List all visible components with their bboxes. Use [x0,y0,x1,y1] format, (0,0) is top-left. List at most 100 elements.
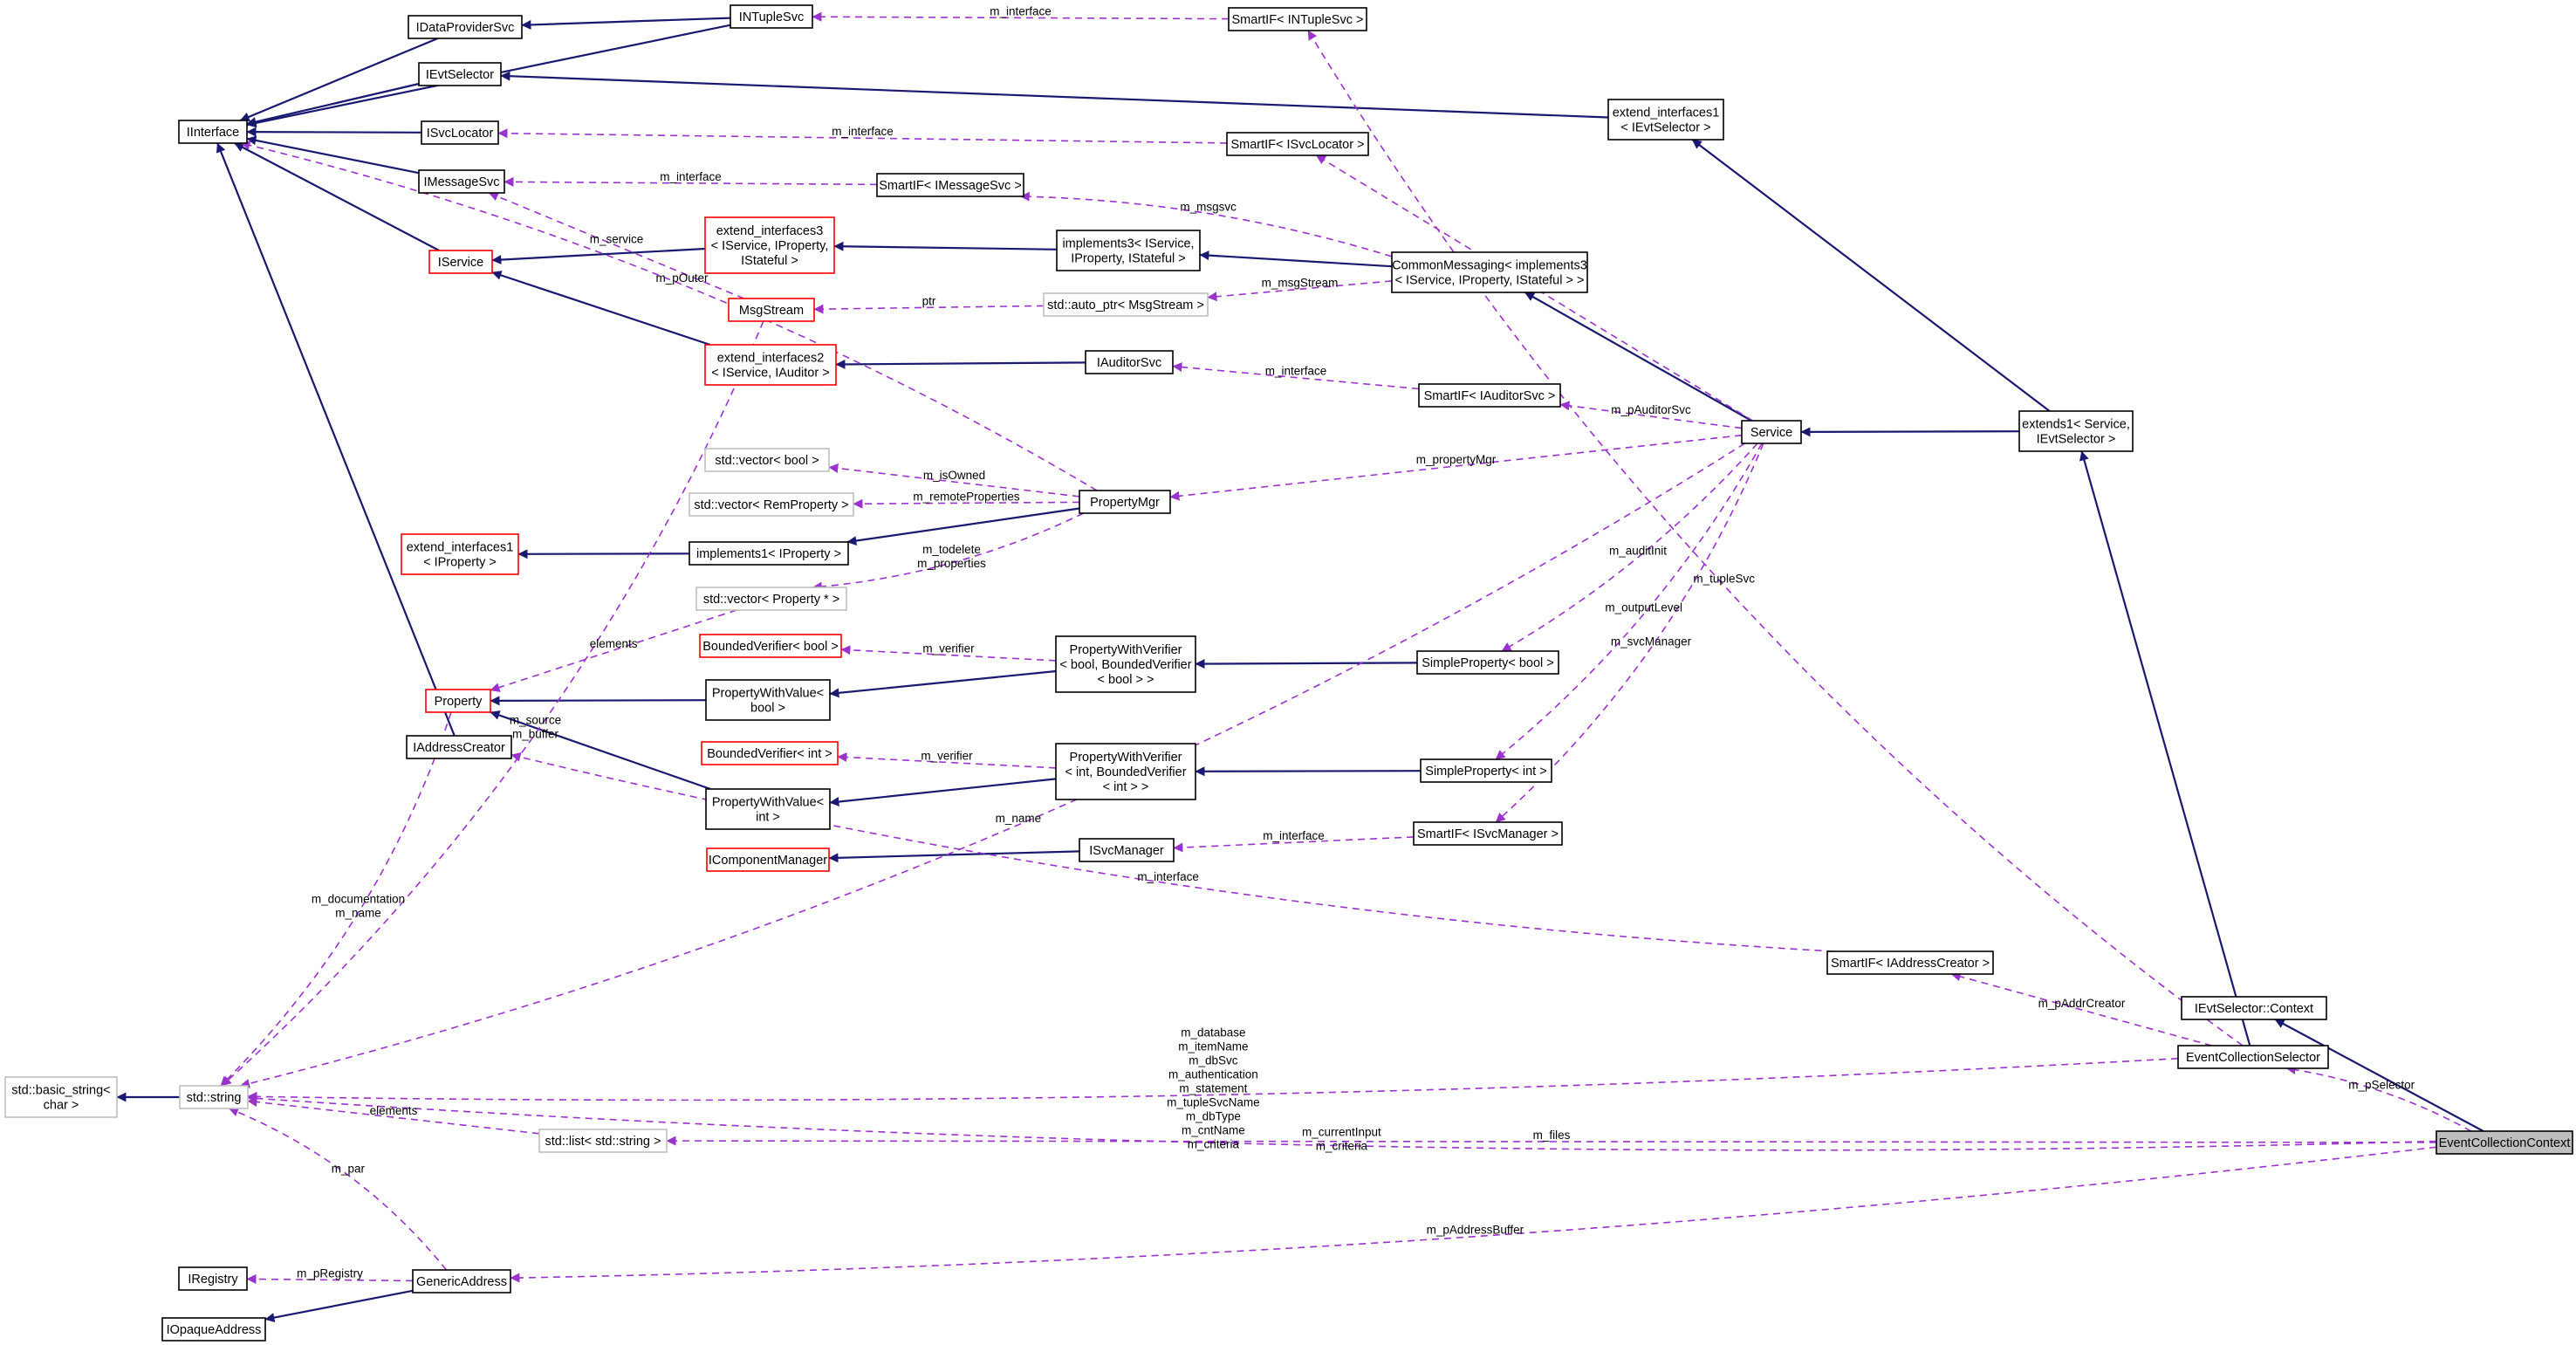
class-node-iaddresscreator[interactable]: IAddressCreator [406,735,512,759]
class-box [705,679,831,721]
class-node-extend-interfaces1-ievtselector[interactable]: extend_interfaces1< IEvtSelector > [1607,99,1724,141]
class-node-idataprovidersvc[interactable]: IDataProviderSvc [408,15,523,39]
inheritance-edge-18 [517,549,690,559]
class-box [179,1085,249,1109]
class-node-list-string[interactable]: std::list< std::string > [538,1129,668,1153]
class-name: Property [435,695,483,709]
edge-label-33: m_par [332,1162,366,1175]
class-name: IEvtSelector [426,68,494,82]
class-node-imessagesvc[interactable]: IMessageSvc [418,169,505,194]
class-node-vector-property-ptr[interactable]: std::vector< Property * > [695,587,847,611]
class-name: SimpleProperty< int > [1425,765,1546,779]
class-node-implements1-iproperty[interactable]: implements1< IProperty > [689,541,849,566]
class-node-vector-bool[interactable]: std::vector< bool > [704,448,830,472]
usage-edge-1 [1307,30,2244,1046]
class-node-isvcmanager[interactable]: ISvcManager [1079,838,1175,862]
class-node-boundedverifier-bool[interactable]: BoundedVerifier< bool > [699,634,842,658]
class-node-propertywithverifier-int[interactable]: PropertyWithVerifier< int, BoundedVerifi… [1055,743,1196,800]
usage-edge-2 [497,128,1228,144]
usage-edge-29 [2285,1065,2472,1132]
class-node-iauditorsvc[interactable]: IAuditorSvc [1085,350,1174,374]
edge-label-0: m_interface [990,4,1052,17]
class-node-smartif-intuplesvc[interactable]: SmartIF< INTupleSvc > [1228,7,1367,31]
usage-edge-9 [1172,362,1420,390]
edge-label-25: m_interface [1137,870,1199,883]
class-node-msgstream[interactable]: MsgStream [728,298,815,322]
class-node-service[interactable]: Service [1741,420,1802,444]
class-box [1607,99,1724,141]
class-name: IEvtSelector::Context [2195,1002,2313,1016]
class-node-auto-ptr-msgstream[interactable]: std::auto_ptr< MsgStream > [1043,292,1209,317]
class-box [428,250,493,274]
class-node-property[interactable]: Property [425,689,491,713]
class-node-smartif-iauditorsvc[interactable]: SmartIF< IAuditorSvc > [1418,383,1561,408]
class-node-std-string[interactable]: std::string [179,1085,249,1109]
class-name: PropertyWithVerifier< int, BoundedVerifi… [1065,751,1186,794]
class-node-propertywithvalue-bool[interactable]: PropertyWithValue<bool > [705,679,831,721]
class-name: std::string [187,1091,242,1105]
class-name: EventCollectionContext [2439,1136,2571,1150]
inheritance-edge-19 [846,507,1080,546]
class-node-simpleproperty-bool[interactable]: SimpleProperty< bool > [1416,650,1559,675]
class-node-extend-interfaces1-iproperty[interactable]: extend_interfaces1< IProperty > [401,533,519,575]
class-name: implements1< IProperty > [696,547,841,561]
usage-edge-4 [504,176,878,187]
class-node-ievtselector[interactable]: IEvtSelector [418,62,502,86]
class-node-extend-interfaces3[interactable]: extend_interfaces3< IService, IProperty,… [704,216,835,274]
class-node-boundedverifier-int[interactable]: BoundedVerifier< int > [701,741,839,765]
class-name: INTupleSvc [739,10,804,24]
class-node-smartif-iaddresscreator[interactable]: SmartIF< IAddressCreator > [1826,950,1994,975]
class-node-smartif-isvcmanager[interactable]: SmartIF< ISvcManager > [1413,821,1563,846]
class-box [1416,650,1559,675]
class-name: EventCollectionSelector [2186,1051,2320,1065]
class-node-eventcollectioncontext[interactable]: EventCollectionContext [2436,1130,2573,1155]
class-node-iopaqueaddress[interactable]: IOpaqueAddress [161,1317,266,1342]
usage-edge-0 [812,11,1230,22]
class-node-ievtselector-context[interactable]: IEvtSelector::Context [2181,996,2327,1020]
class-node-smartif-isvclocator[interactable]: SmartIF< ISvcLocator > [1226,132,1369,156]
edge-label-35: m_pAddressBuffer [1427,1224,1524,1237]
class-box [418,62,502,86]
class-name: GenericAddress [416,1275,507,1289]
edge-label-24: m_interface [1263,829,1325,842]
class-box [1418,383,1561,408]
inheritance-edge-0 [239,37,439,122]
class-node-genericaddress[interactable]: GenericAddress [412,1269,511,1294]
class-node-commonmessaging[interactable]: CommonMessaging< implements3< IService, … [1391,251,1588,293]
class-name: PropertyWithValue<bool > [712,687,824,716]
edge-label-2: m_interface [832,125,894,138]
class-name: IService [438,256,483,270]
class-node-intuplesvc[interactable]: INTupleSvc [730,4,813,29]
class-node-isvclocator[interactable]: ISvcLocator [421,120,499,145]
usage-edge-19 [1495,443,1763,760]
class-node-simpleproperty-int[interactable]: SimpleProperty< int > [1420,758,1552,783]
class-node-extends1[interactable]: extends1< Service,IEvtSelector > [2018,410,2134,452]
class-node-propertywithvalue-int[interactable]: PropertyWithValue<int > [705,788,831,830]
class-node-extend-interfaces2[interactable]: extend_interfaces2< IService, IAuditor > [704,344,837,386]
class-node-propertywithverifier-bool[interactable]: PropertyWithVerifier< bool, BoundedVerif… [1055,635,1196,693]
class-node-iregistry[interactable]: IRegistry [178,1266,248,1291]
class-box [1055,635,1196,693]
class-name: SmartIF< IAddressCreator > [1831,957,1990,971]
class-name: std::basic_string<char > [11,1084,110,1113]
class-node-eventcollectionselector[interactable]: EventCollectionSelector [2177,1045,2329,1069]
class-name: BoundedVerifier< bool > [702,640,839,654]
class-node-propertymgr[interactable]: PropertyMgr [1079,490,1171,514]
inheritance-edge-20 [490,696,707,706]
class-node-iservice[interactable]: IService [428,250,493,274]
class-name: IComponentManager [709,854,827,868]
class-node-vector-remproperty[interactable]: std::vector< RemProperty > [689,492,854,517]
class-node-icomponentmanager[interactable]: IComponentManager [706,847,830,872]
class-name: std::vector< RemProperty > [694,498,848,512]
class-box [699,634,842,658]
edge-label-10: m_pAuditorSvc [1611,403,1691,416]
class-node-smartif-imessagesvc[interactable]: SmartIF< IMessageSvc > [876,173,1024,197]
usage-edge-7 [813,304,1045,314]
class-node-iinterface[interactable]: IInterface [178,120,248,144]
class-box [412,1269,511,1294]
usage-edge-28 [247,1057,2179,1101]
class-node-basic-string[interactable]: std::basic_string<char > [4,1076,118,1118]
class-node-implements3[interactable]: implements3< IService,IProperty, IStatef… [1056,230,1201,271]
